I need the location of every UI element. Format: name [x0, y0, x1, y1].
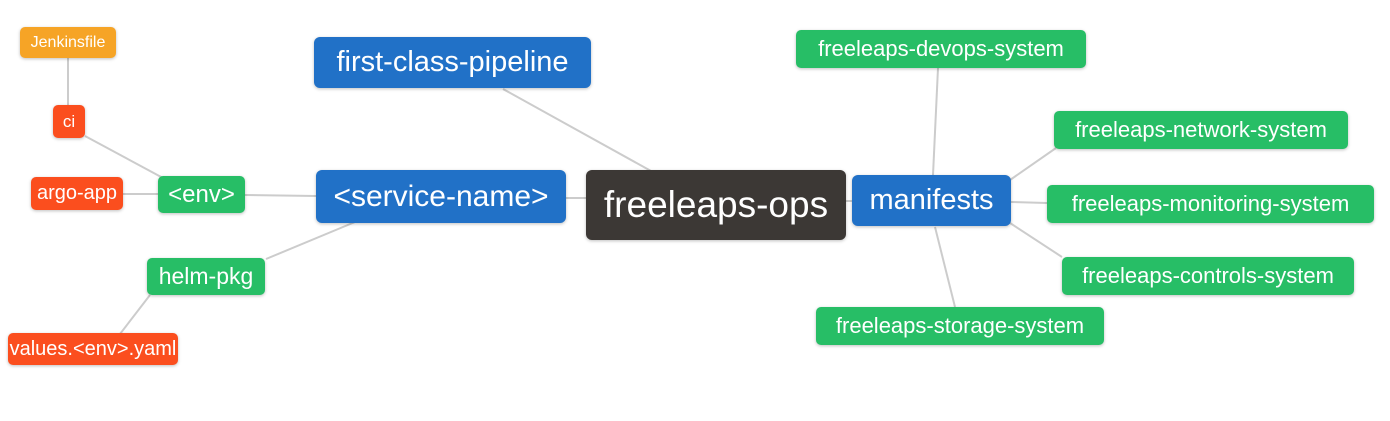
node-manifests[interactable]: manifests	[852, 175, 1011, 226]
edge-service-name-env	[244, 194, 317, 197]
node-freeleaps-controls-system[interactable]: freeleaps-controls-system	[1062, 257, 1354, 295]
edge-manifests-network	[1009, 147, 1057, 181]
node-argo-app[interactable]: argo-app	[31, 177, 123, 210]
edge-manifests-storage	[934, 226, 956, 308]
node-helm-pkg[interactable]: helm-pkg	[147, 258, 265, 295]
node-ci[interactable]: ci	[53, 105, 85, 138]
edge-helm-pkg-values	[119, 294, 151, 335]
node-freeleaps-monitoring-system[interactable]: freeleaps-monitoring-system	[1047, 185, 1374, 223]
node-freeleaps-network-system[interactable]: freeleaps-network-system	[1054, 111, 1348, 149]
edge-ops-first-class-pipeline	[502, 88, 652, 172]
node-first-class-pipeline[interactable]: first-class-pipeline	[314, 37, 591, 88]
edge-manifests-controls	[1009, 222, 1063, 258]
node-freeleaps-storage-system[interactable]: freeleaps-storage-system	[816, 307, 1104, 345]
edge-service-name-helm-pkg	[265, 221, 356, 260]
node-jenkinsfile[interactable]: Jenkinsfile	[20, 27, 116, 58]
edge-manifests-monitoring	[1010, 201, 1048, 204]
node-values-env-yaml[interactable]: values.<env>.yaml	[8, 333, 178, 365]
node-env[interactable]: <env>	[158, 176, 245, 213]
node-freeleaps-devops-system[interactable]: freeleaps-devops-system	[796, 30, 1086, 68]
edge-env-ci	[84, 135, 164, 179]
edge-manifests-devops	[932, 67, 939, 176]
node-service-name[interactable]: <service-name>	[316, 170, 566, 223]
node-freeleaps-ops-root[interactable]: freeleaps-ops	[586, 170, 846, 240]
